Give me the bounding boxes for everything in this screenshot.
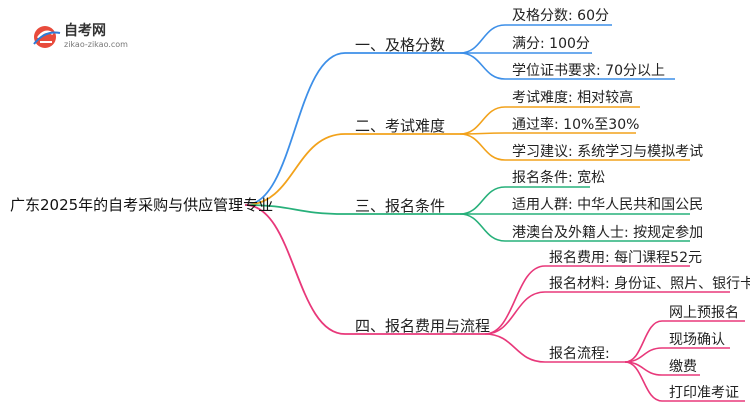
branch-3-to-child-1 — [459, 186, 506, 215]
node-difficulty: 考试难度: 相对较高 — [512, 90, 634, 106]
connector-lines — [244, 24, 745, 402]
root-topic: 广东2025年的自考采购与供应管理专业 — [10, 196, 274, 214]
branch-fees-and-process: 四、报名费用与流程 — [355, 317, 491, 335]
node-step-payment: 缴费 — [669, 359, 697, 375]
process-to-step-4 — [624, 361, 663, 402]
branch-2-to-child-1 — [459, 106, 506, 135]
branch-1-to-child-1 — [459, 24, 506, 54]
logo-title: 自考网 — [64, 23, 106, 39]
branch-pass-score: 一、及格分数 — [355, 36, 446, 54]
node-fee: 报名费用: 每门课程52元 — [549, 250, 702, 266]
node-step-onsite-confirmation: 现场确认 — [669, 332, 725, 348]
root-to-branch-3 — [244, 204, 346, 215]
branch-exam-difficulty: 二、考试难度 — [355, 117, 446, 135]
branch-3-to-child-3 — [459, 213, 506, 242]
root-to-branch-1 — [244, 52, 346, 206]
process-to-step-1 — [624, 320, 663, 363]
node-condition: 报名条件: 宽松 — [512, 170, 606, 186]
branch-1-to-child-3 — [459, 52, 506, 80]
node-foreign-applicants: 港澳台及外籍人士: 按规定参加 — [512, 225, 704, 241]
root-to-branch-4 — [244, 204, 346, 335]
node-study-advice: 学习建议: 系统学习与模拟考试 — [512, 144, 704, 160]
node-eligible-people: 适用人群: 中华人民共和国公民 — [512, 197, 704, 213]
node-pass-rate: 通过率: 10%至30% — [512, 117, 640, 133]
root-to-branch-2 — [244, 133, 346, 206]
branch-2-to-child-3 — [459, 133, 506, 161]
logo-subtitle: zikao-zikao.com — [64, 40, 128, 49]
branch-4-to-child-3 — [484, 333, 546, 363]
node-step-print-admission-ticket: 打印准考证 — [669, 385, 739, 401]
branch-4-to-child-1 — [484, 265, 546, 335]
node-pass-score: 及格分数: 60分 — [512, 8, 609, 24]
logo-icon — [33, 26, 61, 48]
node-process: 报名流程: — [549, 346, 610, 362]
node-step-online-preregistration: 网上预报名 — [669, 305, 739, 321]
node-degree-requirement: 学位证书要求: 70分以上 — [512, 63, 665, 79]
branch-registration-conditions: 三、报名条件 — [355, 197, 446, 215]
node-full-score: 满分: 100分 — [512, 36, 590, 52]
branch-4-to-child-2 — [484, 291, 546, 335]
node-materials: 报名材料: 身份证、照片、银行卡 — [549, 276, 750, 292]
